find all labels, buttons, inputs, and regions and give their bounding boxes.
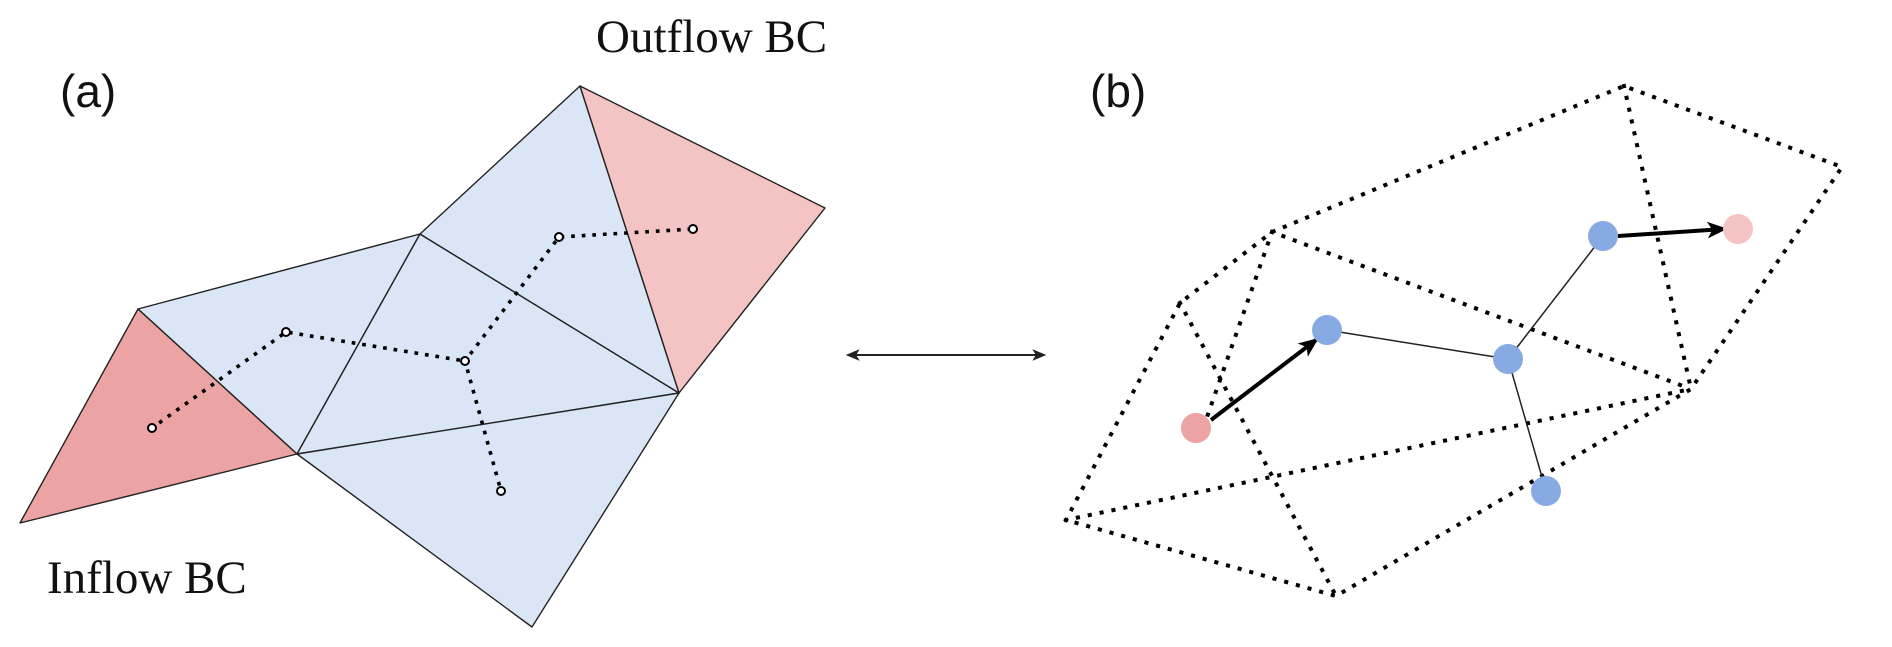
dual-node <box>147 423 157 433</box>
inflow-bc-label: Inflow BC <box>47 552 247 604</box>
graph-node-outflow <box>1723 214 1753 244</box>
dual-node <box>281 327 291 337</box>
mesh <box>19 85 826 628</box>
dual-path-down <box>462 358 504 494</box>
dotted-mesh-edge <box>1621 83 1694 392</box>
panel-a-label: (a) <box>60 65 116 117</box>
outflow-bc-label: Outflow BC <box>596 11 827 63</box>
panel-b-label: (b) <box>1090 65 1146 117</box>
dotted-mesh-edge <box>1063 386 1694 523</box>
graph-node-inflow <box>1181 413 1211 443</box>
dual-node <box>460 356 470 366</box>
mesh-cell-interior <box>296 392 680 628</box>
mesh-cell-outflow <box>579 85 826 394</box>
graph-node <box>1493 344 1523 374</box>
graph-edge <box>1507 358 1547 492</box>
message-graph <box>1181 214 1753 506</box>
dual-path-up <box>462 227 695 364</box>
graph-edge <box>1507 235 1604 360</box>
graph-node <box>1588 221 1618 251</box>
dual-node <box>554 232 564 242</box>
graph-node <box>1531 476 1561 506</box>
panel-a: (a) Outflow BC Inflow BC <box>19 11 827 628</box>
graph-edge <box>1326 329 1509 360</box>
mesh-cell-inflow <box>19 308 298 524</box>
dotted-mesh-edge <box>1269 229 1694 392</box>
dotted-mesh-edge <box>1063 83 1846 599</box>
panel-b: (b) <box>1063 65 1846 599</box>
graph-node <box>1312 315 1342 345</box>
inflow-arrow <box>1209 337 1319 422</box>
dotted-mesh-edge <box>1177 300 1339 599</box>
dual-node <box>496 486 506 496</box>
dual-path-inflow <box>149 330 468 431</box>
dual-graph <box>147 224 698 496</box>
dotted-mesh <box>1063 83 1846 599</box>
dual-node <box>688 224 698 234</box>
outflow-arrow <box>1617 221 1728 239</box>
dotted-mesh-edge <box>1197 229 1275 440</box>
